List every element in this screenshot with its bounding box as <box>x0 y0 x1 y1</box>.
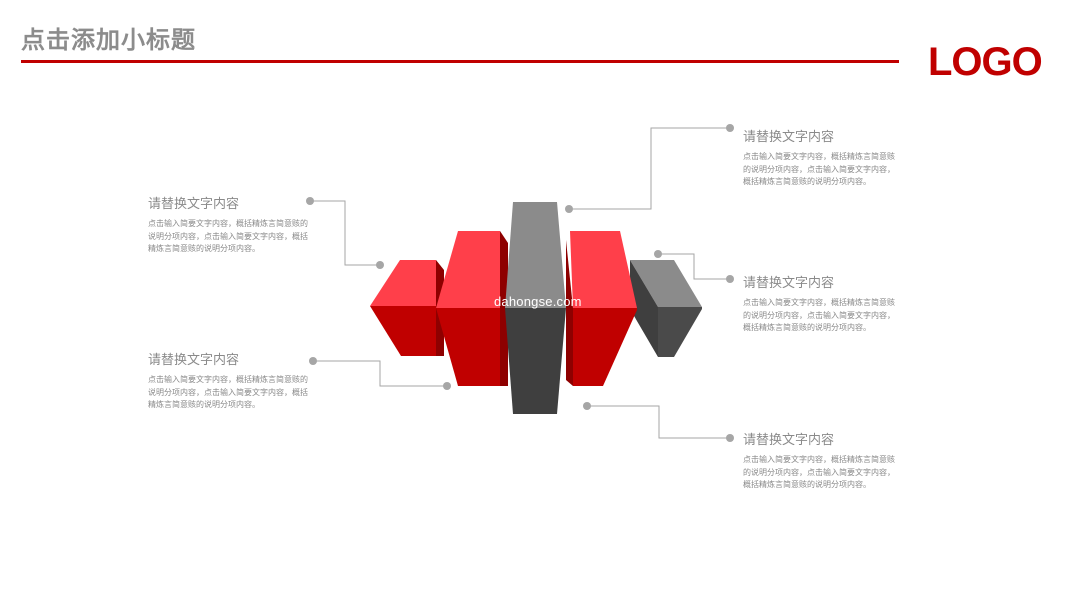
text-block-heading: 请替换文字内容 <box>148 353 240 368</box>
connector-left-top <box>310 200 380 266</box>
block-red-tall-left <box>436 231 508 386</box>
block-red-small <box>370 260 444 356</box>
text-block-line: 点击输入简要文字内容，概括精炼言简意赅 <box>743 152 895 161</box>
logo: LOGO <box>928 40 1043 84</box>
connectors <box>310 127 730 439</box>
connector-right-middle <box>658 253 730 280</box>
text-block-line: 概括精炼言简意赅的说明分项内容。 <box>743 480 871 489</box>
text-block-right-top: 请替换文字内容 点击输入简要文字内容，概括精炼言简意赅 的说明分项内容，点击输入… <box>743 129 923 189</box>
text-block-line: 精炼言简意赅的说明分项内容。 <box>148 244 260 253</box>
dot-left-top-inner <box>376 261 384 269</box>
connector-right-bottom <box>587 405 730 439</box>
dot-left-top-outer <box>306 197 314 205</box>
dot-right-top-outer <box>726 124 734 132</box>
connector-right-top <box>569 127 730 210</box>
text-block-line: 说明分项内容，点击输入简要文字内容，概括 <box>148 387 308 397</box>
text-block-line: 的说明分项内容，点击输入简要文字内容， <box>743 467 895 477</box>
block-red-tall-right <box>566 231 637 386</box>
text-block-line: 精炼言简意赅的说明分项内容。 <box>148 400 260 409</box>
dot-left-bottom-outer <box>309 357 317 365</box>
dot-right-top-inner <box>565 205 573 213</box>
dot-right-bottom-inner <box>583 402 591 410</box>
text-block-line: 概括精炼言简意赅的说明分项内容。 <box>743 323 871 332</box>
connector-dots <box>306 124 734 442</box>
text-block-body: 点击输入简要文字内容，概括精炼言简意赅 的说明分项内容，点击输入简要文字内容， … <box>743 151 923 189</box>
text-block-left-bottom: 请替换文字内容 点击输入简要文字内容，概括精炼言简意赅的 说明分项内容，点击输入… <box>148 352 328 412</box>
text-block-line: 点击输入简要文字内容，概括精炼言简意赅的 <box>148 219 308 228</box>
text-block-heading: 请替换文字内容 <box>743 433 835 448</box>
text-block-right-middle: 请替换文字内容 点击输入简要文字内容，概括精炼言简意赅 的说明分项内容，点击输入… <box>743 275 923 335</box>
connector-left-bottom <box>313 360 447 387</box>
text-block-line: 的说明分项内容，点击输入简要文字内容， <box>743 164 895 174</box>
text-block-line: 点击输入简要文字内容，概括精炼言简意赅 <box>743 298 895 307</box>
text-block-heading: 请替换文字内容 <box>743 130 835 145</box>
text-block-line: 的说明分项内容，点击输入简要文字内容， <box>743 310 895 320</box>
block-gray-small <box>630 260 702 357</box>
text-block-body: 点击输入简要文字内容，概括精炼言简意赅的 说明分项内容，点击输入简要文字内容，概… <box>148 374 328 412</box>
text-block-line: 点击输入简要文字内容，概括精炼言简意赅 <box>743 455 895 464</box>
dot-right-bottom-outer <box>726 434 734 442</box>
block-gray-center <box>505 202 566 414</box>
text-block-body: 点击输入简要文字内容，概括精炼言简意赅 的说明分项内容，点击输入简要文字内容， … <box>743 297 923 335</box>
text-block-line: 概括精炼言简意赅的说明分项内容。 <box>743 177 871 186</box>
title-divider <box>21 60 899 63</box>
text-block-heading: 请替换文字内容 <box>148 197 240 212</box>
text-block-right-bottom: 请替换文字内容 点击输入简要文字内容，概括精炼言简意赅 的说明分项内容，点击输入… <box>743 432 923 492</box>
text-block-line: 点击输入简要文字内容，概括精炼言简意赅的 <box>148 375 308 384</box>
text-block-line: 说明分项内容，点击输入简要文字内容，概括 <box>148 231 308 241</box>
text-block-left-top: 请替换文字内容 点击输入简要文字内容，概括精炼言简意赅的 说明分项内容，点击输入… <box>148 196 328 256</box>
page-title: 点击添加小标题 <box>21 26 196 54</box>
dot-right-middle-inner <box>654 250 662 258</box>
dot-left-bottom-inner <box>443 382 451 390</box>
watermark: dahongse.com <box>494 294 582 309</box>
dot-right-middle-outer <box>726 275 734 283</box>
text-block-body: 点击输入简要文字内容，概括精炼言简意赅的 说明分项内容，点击输入简要文字内容，概… <box>148 218 328 256</box>
text-block-body: 点击输入简要文字内容，概括精炼言简意赅 的说明分项内容，点击输入简要文字内容， … <box>743 454 923 492</box>
text-block-heading: 请替换文字内容 <box>743 276 835 291</box>
